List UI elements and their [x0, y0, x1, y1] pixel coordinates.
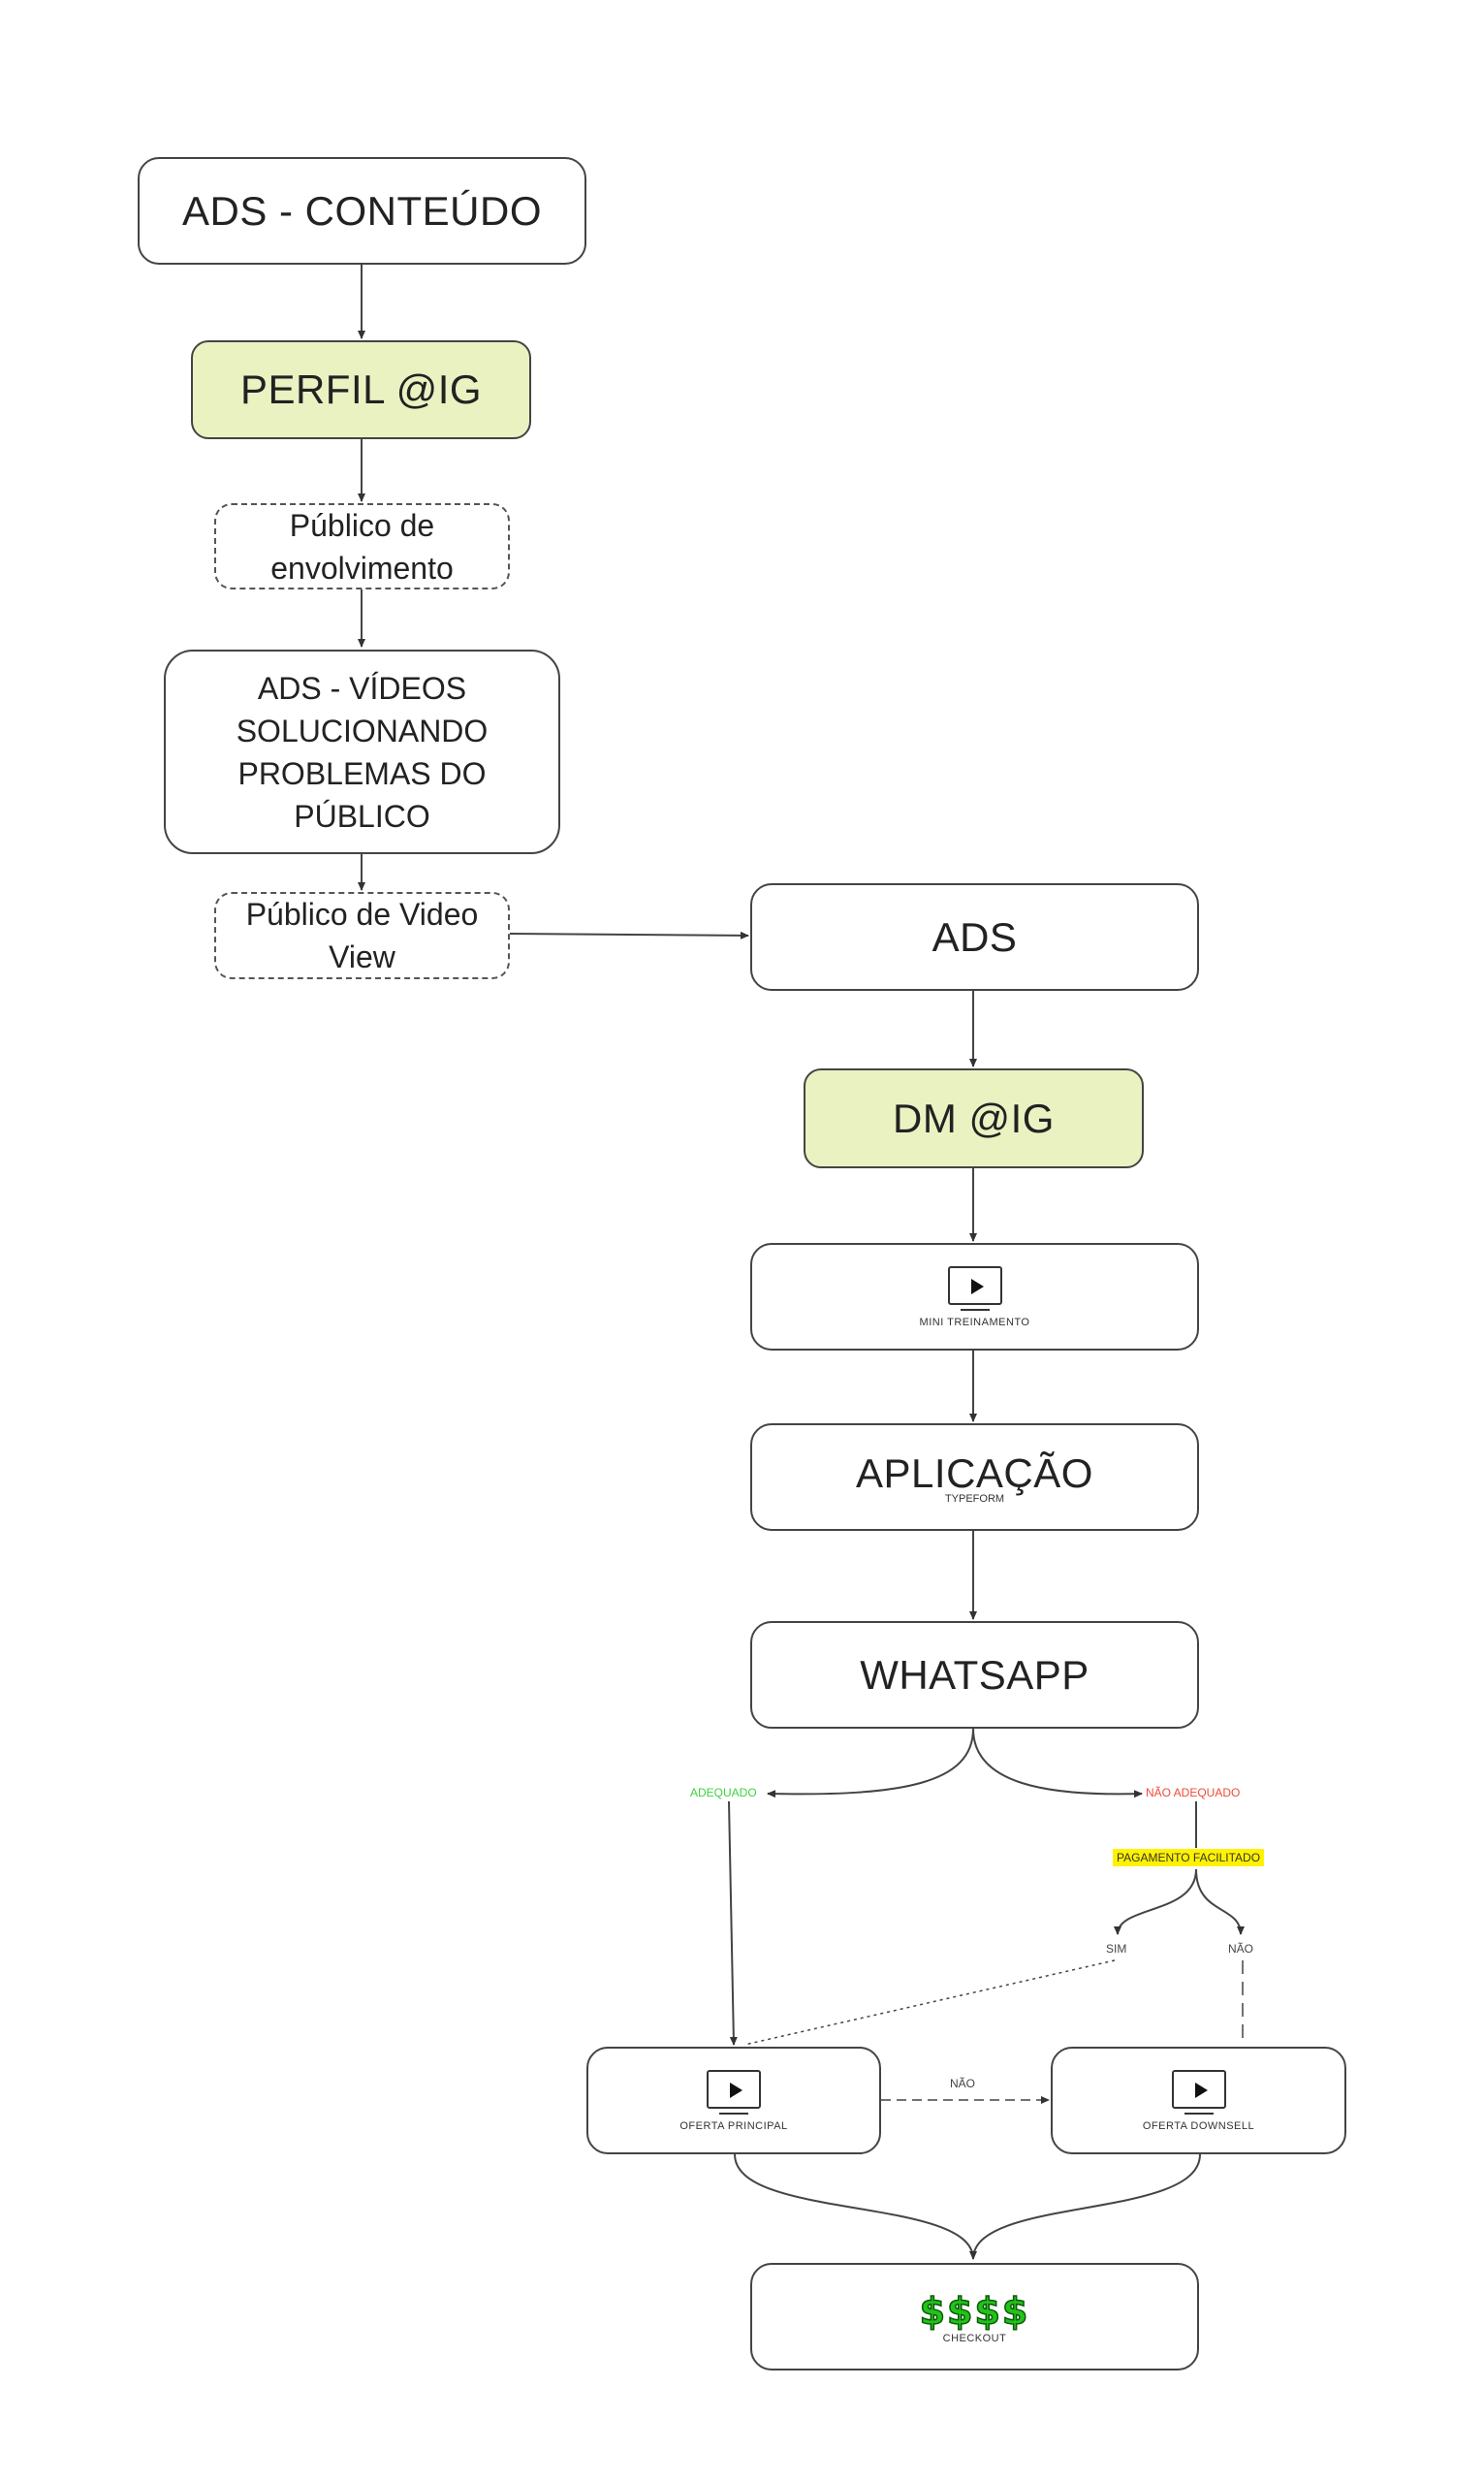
play-icon-base: [960, 1308, 990, 1311]
node-label-line4: PÚBLICO: [294, 798, 430, 834]
play-icon-base: [1184, 2112, 1214, 2115]
dollar-icon: $$$$: [919, 2289, 1030, 2334]
node-ads-videos[interactable]: ADS - VÍDEOS SOLUCIONANDO PROBLEMAS DO P…: [164, 650, 560, 854]
edge-label-pagamento-facilitado: PAGAMENTO FACILITADO: [1113, 1849, 1265, 1866]
node-whatsapp[interactable]: WHATSAPP: [750, 1621, 1199, 1729]
node-ads-conteudo[interactable]: ADS - CONTEÚDO: [138, 157, 586, 265]
node-label: CHECKOUT: [942, 2332, 1007, 2344]
edge-principal-checkout: [734, 2153, 974, 2260]
node-oferta-downsell[interactable]: OFERTA DOWNSELL: [1051, 2047, 1346, 2154]
edge-whatsapp-nao-adequado: [972, 1728, 1143, 1798]
node-aplicacao[interactable]: APLICAÇÃO TYPEFORM: [750, 1423, 1199, 1531]
node-publico-video-view[interactable]: Público de Video View: [214, 892, 510, 979]
play-icon: [707, 2069, 761, 2109]
node-oferta-principal[interactable]: OFERTA PRINCIPAL: [586, 2047, 881, 2154]
node-label: PERFIL @IG: [239, 366, 483, 412]
node-dm-ig[interactable]: DM @IG: [804, 1068, 1144, 1168]
node-label: ADS: [931, 913, 1018, 960]
edge-whatsapp-adequado: [767, 1728, 974, 1798]
play-icon: [947, 1265, 1002, 1305]
node-label-line2: SOLUCIONANDO: [236, 713, 489, 748]
node-label: MINI TREINAMENTO: [919, 1316, 1030, 1328]
node-publico-envolvimento[interactable]: Público de envolvimento: [214, 503, 510, 589]
edge-downsell-checkout: [969, 2153, 1201, 2260]
node-label-line1: Público de: [289, 507, 435, 543]
node-label: OFERTA DOWNSELL: [1142, 2119, 1255, 2132]
node-label: WHATSAPP: [860, 1651, 1089, 1698]
edge-label-nao-downsell: NÃO: [950, 2077, 976, 2090]
node-label: ADS - CONTEÚDO: [181, 187, 542, 234]
edge-pagamento-sim: [1114, 1868, 1197, 1935]
node-label-line3: PROBLEMAS DO: [237, 755, 487, 791]
edge-sim-oferta-principal: [743, 1959, 1116, 2046]
node-label-line2: View: [329, 939, 395, 974]
edge-label-nao-adequado: NÃO ADEQUADO: [1146, 1786, 1241, 1799]
edge-label-sim: SIM: [1106, 1942, 1127, 1956]
edge-label-adequado: ADEQUADO: [690, 1786, 757, 1799]
node-label: APLICAÇÃO: [856, 1449, 1093, 1496]
node-ads[interactable]: ADS: [750, 883, 1199, 991]
node-label: DM @IG: [893, 1095, 1055, 1141]
node-label-line2: envolvimento: [270, 550, 454, 586]
node-label: OFERTA PRINCIPAL: [679, 2119, 788, 2132]
edge-videoview-ads: [509, 931, 749, 939]
node-perfil-ig[interactable]: PERFIL @IG: [191, 340, 531, 439]
node-sublabel: TYPEFORM: [944, 1492, 1005, 1505]
node-label-line1: Público de Video: [245, 897, 479, 932]
play-icon: [1171, 2069, 1226, 2109]
node-label-line1: ADS - VÍDEOS: [257, 670, 467, 706]
node-checkout[interactable]: $$$$ CHECKOUT: [750, 2263, 1199, 2371]
edge-adequado-oferta: [728, 1800, 738, 2046]
play-icon-base: [719, 2112, 748, 2115]
node-mini-treinamento[interactable]: MINI TREINAMENTO: [750, 1243, 1199, 1351]
edge-pagamento-nao: [1195, 1868, 1245, 1935]
edge-label-nao: NÃO: [1228, 1942, 1254, 1956]
